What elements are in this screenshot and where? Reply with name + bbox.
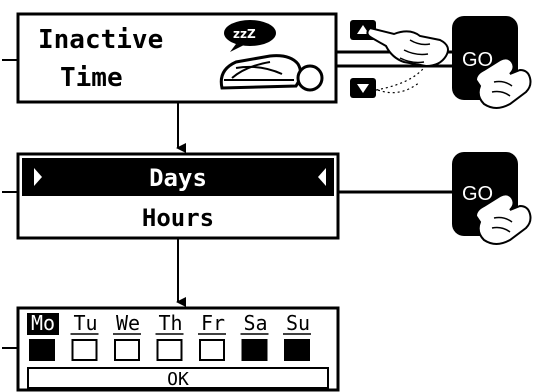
- day-toggle-sa[interactable]: Sa: [240, 311, 272, 361]
- day-toggle-we[interactable]: We: [113, 311, 141, 361]
- go-button-2[interactable]: GO: [452, 152, 532, 245]
- day-checkbox[interactable]: [71, 339, 98, 361]
- motion-path: [377, 81, 421, 94]
- lcd-line-1: Inactive: [38, 25, 163, 55]
- day-label: Su: [286, 311, 310, 335]
- go-button-label: GO: [462, 49, 493, 71]
- selection-highlight: [22, 158, 334, 196]
- screen-inactive-time: Inactive Time zzZ: [2, 12, 338, 104]
- go-button-1[interactable]: GO: [452, 16, 532, 109]
- selection-cursor-left-icon: [318, 168, 326, 186]
- day-label: Sa: [243, 311, 267, 335]
- ok-button[interactable]: [27, 367, 329, 389]
- day-checkbox[interactable]: [114, 339, 140, 361]
- sleep-badge: zzZ: [233, 27, 256, 41]
- ok-label: OK: [167, 369, 189, 390]
- pressing-hand-icon: [474, 193, 532, 245]
- day-label: Fr: [201, 311, 225, 335]
- option-days[interactable]: Days: [149, 164, 207, 192]
- pressing-hand-icon: [474, 57, 532, 109]
- navigation-buttons: [336, 20, 452, 98]
- day-label: We: [116, 311, 140, 335]
- day-toggle-th[interactable]: Th: [155, 311, 184, 361]
- day-label: Tu: [73, 311, 97, 335]
- day-label: Mo: [31, 311, 55, 335]
- day-label: Th: [158, 311, 182, 335]
- go-button-label: GO: [462, 183, 493, 205]
- day-checkbox[interactable]: [199, 339, 225, 361]
- day-highlight: [27, 313, 59, 335]
- pressing-hand-icon: [366, 26, 449, 68]
- day-toggle-mo[interactable]: Mo: [27, 311, 59, 361]
- lcd-line-2: Time: [60, 63, 123, 93]
- sleeping-computer-mouse-icon: zzZ: [219, 20, 324, 92]
- option-hours[interactable]: Hours: [142, 204, 214, 232]
- day-checkbox[interactable]: [156, 339, 183, 361]
- screen-day-selection: Mo Tu We Th Fr Sa Su OK: [2, 306, 340, 392]
- screen-days-hours: Days Hours: [2, 152, 340, 240]
- day-toggle-su[interactable]: Su: [282, 311, 314, 361]
- day-row: Mo Tu We Th Fr Sa Su: [27, 311, 314, 361]
- down-arrow-button-icon[interactable]: [350, 78, 376, 98]
- day-checkbox[interactable]: [284, 339, 310, 361]
- day-checkbox[interactable]: [241, 339, 268, 361]
- day-checkbox[interactable]: [29, 339, 55, 361]
- day-toggle-tu[interactable]: Tu: [70, 311, 99, 361]
- selection-cursor-right-icon: [34, 168, 42, 186]
- day-toggle-fr[interactable]: Fr: [198, 311, 226, 361]
